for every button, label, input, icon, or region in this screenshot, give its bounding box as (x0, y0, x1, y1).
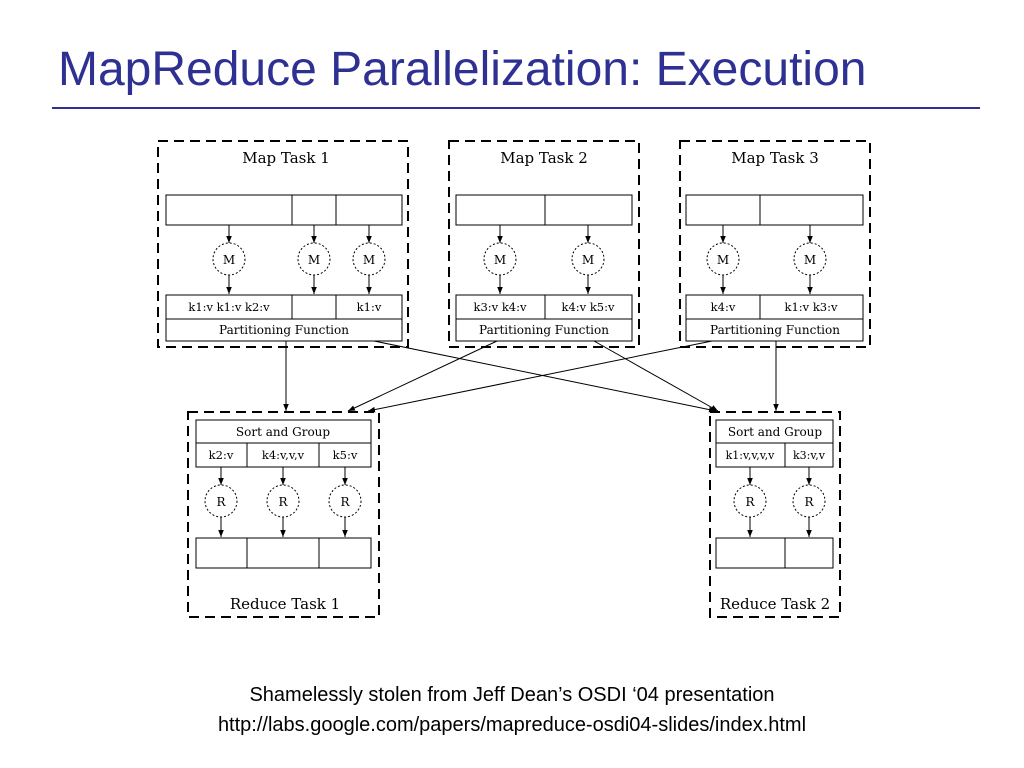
reduce-task-1-frame (187, 411, 380, 618)
map-output-cell: k4:v (711, 300, 736, 314)
map-output-cell: k4:v k5:v (562, 300, 615, 314)
reducer-label: R (278, 495, 288, 509)
grouped-keys-row (195, 442, 372, 468)
map-task-1-input-split (165, 194, 403, 226)
reduce-task-2-frame (709, 411, 841, 618)
shuffle-arrow (367, 340, 713, 413)
title-divider (52, 107, 980, 109)
reducer-label: R (745, 495, 755, 509)
grouped-keys-row (715, 442, 834, 468)
slide-title: MapReduce Parallelization: Execution (58, 43, 867, 96)
map-output-cell: k1:v (357, 300, 382, 314)
map-output-cell: k1:v k3:v (785, 300, 838, 314)
reduce-task-1: Sort and Group k2:v k4:v,v,v k5:v R R R … (187, 411, 380, 618)
reducer-label: R (804, 495, 814, 509)
map-task-2-frame (448, 140, 640, 348)
grouped-key-cell: k4:v,v,v (262, 448, 305, 462)
shuffle-arrow (593, 340, 719, 412)
map-task-2-input-split (455, 194, 633, 226)
mapper-label: M (494, 253, 506, 267)
grouped-key-cell: k5:v (333, 448, 358, 462)
partitioning-function-box (165, 318, 403, 342)
reduce-task-2: Sort and Group k1:v,v,v,v k3:v,v R R Red… (709, 411, 841, 618)
mapper-label: M (308, 253, 320, 267)
reduce-task-2-output (715, 537, 834, 569)
map-output-cell: k1:v k1:v k2:v (188, 300, 270, 314)
grouped-key-cell: k3:v,v (793, 449, 826, 462)
sort-and-group-label: Sort and Group (236, 425, 330, 439)
credit-url: http://labs.google.com/papers/mapreduce-… (217, 714, 807, 736)
map-task-3-input-split (685, 194, 864, 226)
map-task-1-title: Map Task 1 (242, 149, 330, 167)
partitioning-function-box (685, 318, 864, 342)
reduce-task-1-output (195, 537, 372, 569)
shuffle-arrow (347, 340, 498, 412)
mapper-label: M (223, 253, 235, 267)
partitioning-function-label: Partitioning Function (479, 323, 609, 337)
shuffle-arrows (283, 340, 779, 413)
partitioning-function-box (455, 318, 633, 342)
reduce-task-2-title: Reduce Task 2 (720, 595, 830, 613)
credit-attribution: Shamelessly stolen from Jeff Dean’s OSDI… (249, 684, 775, 706)
sort-and-group-label: Sort and Group (728, 425, 822, 439)
reducer-label: R (216, 495, 226, 509)
reduce-task-1-title: Reduce Task 1 (230, 595, 340, 613)
map-task-1-frame (157, 140, 409, 348)
reducer-label: R (340, 495, 350, 509)
partitioning-function-label: Partitioning Function (710, 323, 840, 337)
grouped-key-cell: k2:v (209, 448, 234, 462)
mapper-label: M (717, 253, 729, 267)
map-output-cell: k3:v k4:v (474, 300, 527, 314)
mapper-label: M (582, 253, 594, 267)
mapper-label: M (363, 253, 375, 267)
shuffle-arrow (373, 340, 717, 413)
map-task-2-title: Map Task 2 (500, 149, 588, 167)
map-task-1: Map Task 1 M M M k1:v k1:v k2:v k1:v Par… (157, 140, 409, 348)
map-task-3: Map Task 3 M M k4:v k1:v k3:v Partitioni… (679, 140, 871, 348)
partitioning-function-label: Partitioning Function (219, 323, 349, 337)
map-task-2: Map Task 2 M M k3:v k4:v k4:v k5:v Parti… (448, 140, 640, 348)
map-task-3-title: Map Task 3 (731, 149, 819, 167)
grouped-key-cell: k1:v,v,v,v (726, 449, 776, 462)
map-task-3-frame (679, 140, 871, 348)
mapper-label: M (804, 253, 816, 267)
